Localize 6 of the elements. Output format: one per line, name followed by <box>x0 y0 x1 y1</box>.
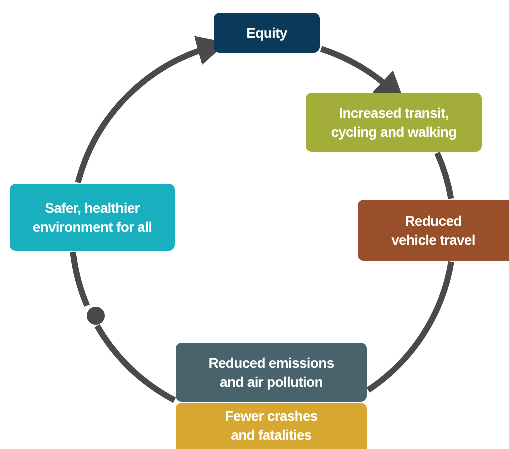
stage-box: Equity <box>214 13 320 53</box>
stage-box: Reduced emissions and air pollution <box>176 343 367 402</box>
stage-box: Reduced vehicle travel <box>358 200 509 261</box>
stage-box: Safer, healthier environment for all <box>10 184 175 251</box>
stage-box: Increased transit, cycling and walking <box>306 93 482 152</box>
stage-box: Fewer crashes and fatalities <box>176 403 367 449</box>
